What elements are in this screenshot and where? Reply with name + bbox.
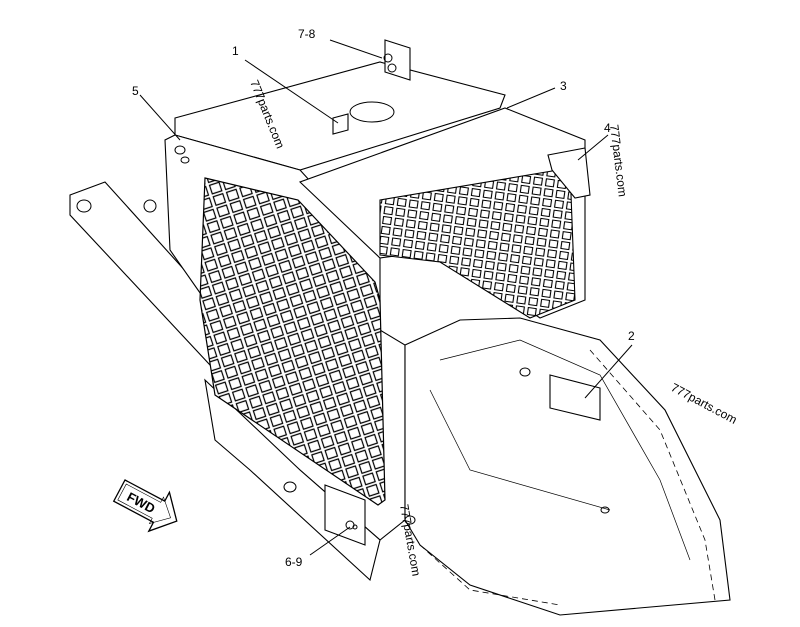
watermark-right: 777parts.com	[669, 380, 740, 426]
bracket-part-4	[547, 147, 591, 199]
callout-5: 5	[132, 84, 139, 98]
leader-lines	[139, 39, 633, 556]
callout-1: 1	[232, 44, 239, 58]
callout-6-9: 6-9	[285, 555, 303, 569]
callout-2: 2	[628, 329, 635, 343]
callout-7-8: 7-8	[298, 27, 316, 41]
callout-4: 4	[604, 121, 611, 135]
plate-part-2	[549, 374, 601, 421]
tab-part-1	[332, 113, 349, 135]
bolt-bracket-part-7-8	[383, 39, 411, 81]
forward-arrow-icon: FWD	[112, 479, 178, 533]
watermark-top-right: 777parts.com	[607, 124, 630, 198]
callout-3: 3	[560, 79, 567, 93]
front-grille	[199, 177, 386, 506]
plate-part-6-9	[324, 484, 366, 546]
